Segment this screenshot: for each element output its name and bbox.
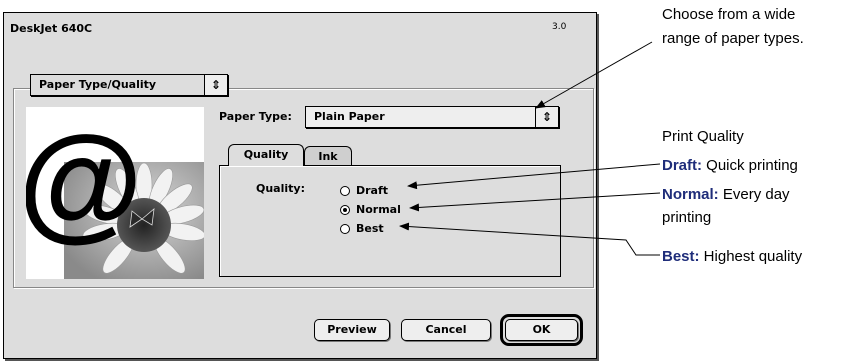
- popup-arrows-icon: ⇕: [535, 107, 558, 127]
- tab-ink[interactable]: Ink: [304, 146, 352, 166]
- radio-draft[interactable]: Draft: [340, 184, 388, 197]
- callout-best-desc: Highest quality: [699, 248, 803, 265]
- callout-normal: Normal: Every day: [662, 186, 790, 203]
- callout-paper-line1: Choose from a wide: [662, 6, 796, 23]
- radio-normal[interactable]: Normal: [340, 203, 401, 216]
- callout-best-term: Best:: [662, 248, 700, 265]
- paper-type-value: Plain Paper: [314, 110, 385, 123]
- callout-best: Best: Highest quality: [662, 248, 802, 265]
- callout-normal-line2: printing: [662, 209, 712, 226]
- radio-best[interactable]: Best: [340, 222, 384, 235]
- preview-button[interactable]: Preview: [314, 319, 390, 341]
- radio-button-selected-icon: [340, 204, 350, 215]
- callout-draft-term: Draft:: [662, 157, 702, 174]
- callout-paper-line2: range of paper types.: [662, 30, 804, 47]
- driver-version: 3.0: [552, 22, 567, 32]
- radio-button-icon: [340, 223, 350, 234]
- tab-quality[interactable]: Quality: [228, 144, 304, 166]
- popup-arrows-icon: ⇕: [204, 75, 227, 95]
- radio-draft-label: Draft: [356, 184, 389, 197]
- callout-normal-desc: Every day: [718, 186, 790, 203]
- dialog-title: DeskJet 640C: [10, 22, 93, 35]
- callout-normal-term: Normal:: [662, 186, 719, 203]
- callout-draft: Draft: Quick printing: [662, 157, 798, 174]
- svg-text:@: @: [26, 110, 143, 253]
- default-button-ring: [500, 314, 583, 346]
- section-popup-label: Paper Type/Quality: [39, 78, 157, 91]
- cancel-button[interactable]: Cancel: [401, 319, 491, 341]
- radio-best-label: Best: [356, 222, 384, 235]
- callout-draft-desc: Quick printing: [702, 157, 798, 174]
- ok-button[interactable]: OK: [505, 319, 578, 341]
- preview-image: @: [26, 107, 204, 279]
- settings-group-box: [13, 88, 594, 288]
- paper-type-popup[interactable]: Plain Paper ⇕: [305, 106, 559, 128]
- section-popup-menu[interactable]: Paper Type/Quality ⇕: [30, 74, 228, 96]
- radio-normal-label: Normal: [356, 203, 401, 216]
- at-sign-sunflower-illustration: @: [26, 110, 204, 279]
- radio-button-icon: [340, 185, 350, 196]
- quality-label: Quality:: [256, 182, 305, 195]
- paper-type-label: Paper Type:: [219, 110, 292, 123]
- callout-print-quality: Print Quality: [662, 128, 744, 145]
